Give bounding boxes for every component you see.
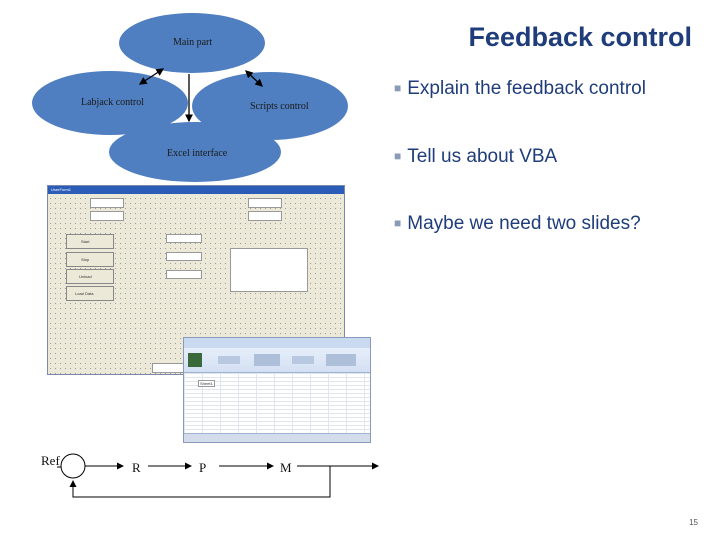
- form-listbox[interactable]: [230, 248, 308, 292]
- bullet-item: ■ Tell us about VBA: [394, 146, 557, 168]
- form-caption: UserForm1: [51, 187, 72, 192]
- form-textbox[interactable]: [90, 211, 124, 221]
- ribbon-icon: [326, 354, 356, 366]
- form-button-label: Stop: [81, 257, 90, 262]
- excel-title-bar: [184, 338, 370, 348]
- ref-label: Ref: [41, 453, 60, 468]
- excel-cell-label: Sheet1: [198, 380, 215, 387]
- form-load-button[interactable]: Load Data: [66, 286, 114, 301]
- square-bullet-icon: ■: [394, 149, 402, 163]
- bullet-text: Maybe we need two slides?: [407, 213, 641, 234]
- scripts-label: Scripts control: [250, 101, 309, 112]
- excel-ellipse: [109, 122, 281, 182]
- labjack-ellipse: [32, 71, 188, 135]
- controller-block-r: R: [132, 460, 141, 475]
- bullet-text: Explain the feedback control: [407, 78, 646, 99]
- form-title-bar: [48, 186, 344, 194]
- form-textbox[interactable]: [166, 252, 202, 261]
- slide-title: Feedback control: [468, 22, 692, 52]
- ribbon-icon: [254, 354, 280, 366]
- excel-window-screenshot: Sheet1: [183, 337, 371, 443]
- form-textbox[interactable]: [248, 198, 282, 208]
- form-unload-button[interactable]: Unload: [66, 269, 114, 284]
- bullet-text: Tell us about VBA: [407, 146, 558, 167]
- feedback-path: [69, 466, 331, 498]
- excel-ribbon: [184, 348, 370, 373]
- bullet-item: ■ Explain the feedback control: [394, 78, 646, 100]
- form-textbox[interactable]: [90, 198, 124, 208]
- bullet-item: ■ Maybe we need two slides?: [394, 213, 641, 235]
- page-number: 15: [689, 518, 698, 527]
- measurement-block-m: M: [280, 460, 292, 475]
- form-stop-button[interactable]: Stop: [66, 252, 114, 267]
- form-textbox[interactable]: [166, 234, 202, 243]
- excel-status-bar: [184, 433, 370, 442]
- main-labjack-arrow: [138, 68, 165, 85]
- form-start-button[interactable]: Start: [66, 234, 114, 249]
- main-part-ellipse: [119, 13, 265, 73]
- form-textbox[interactable]: [166, 270, 202, 279]
- plant-block-p: P: [199, 460, 207, 475]
- square-bullet-icon: ■: [394, 216, 402, 230]
- summing-junction: [60, 453, 86, 479]
- main-part-label: Main part: [173, 37, 213, 48]
- form-button-label: Unload: [79, 274, 92, 279]
- ribbon-icon: [218, 356, 240, 364]
- labjack-label: Labjack control: [81, 97, 145, 108]
- scripts-ellipse: [192, 72, 348, 140]
- ribbon-icon: [188, 353, 202, 367]
- form-textbox[interactable]: [248, 211, 282, 221]
- square-bullet-icon: ■: [394, 81, 402, 95]
- form-button-label: Start: [81, 239, 90, 244]
- excel-label: Excel interface: [167, 148, 228, 159]
- excel-grid[interactable]: [184, 373, 370, 433]
- ribbon-icon: [292, 356, 314, 364]
- main-scripts-arrow: [245, 70, 263, 87]
- form-button-label: Load Data: [75, 291, 94, 296]
